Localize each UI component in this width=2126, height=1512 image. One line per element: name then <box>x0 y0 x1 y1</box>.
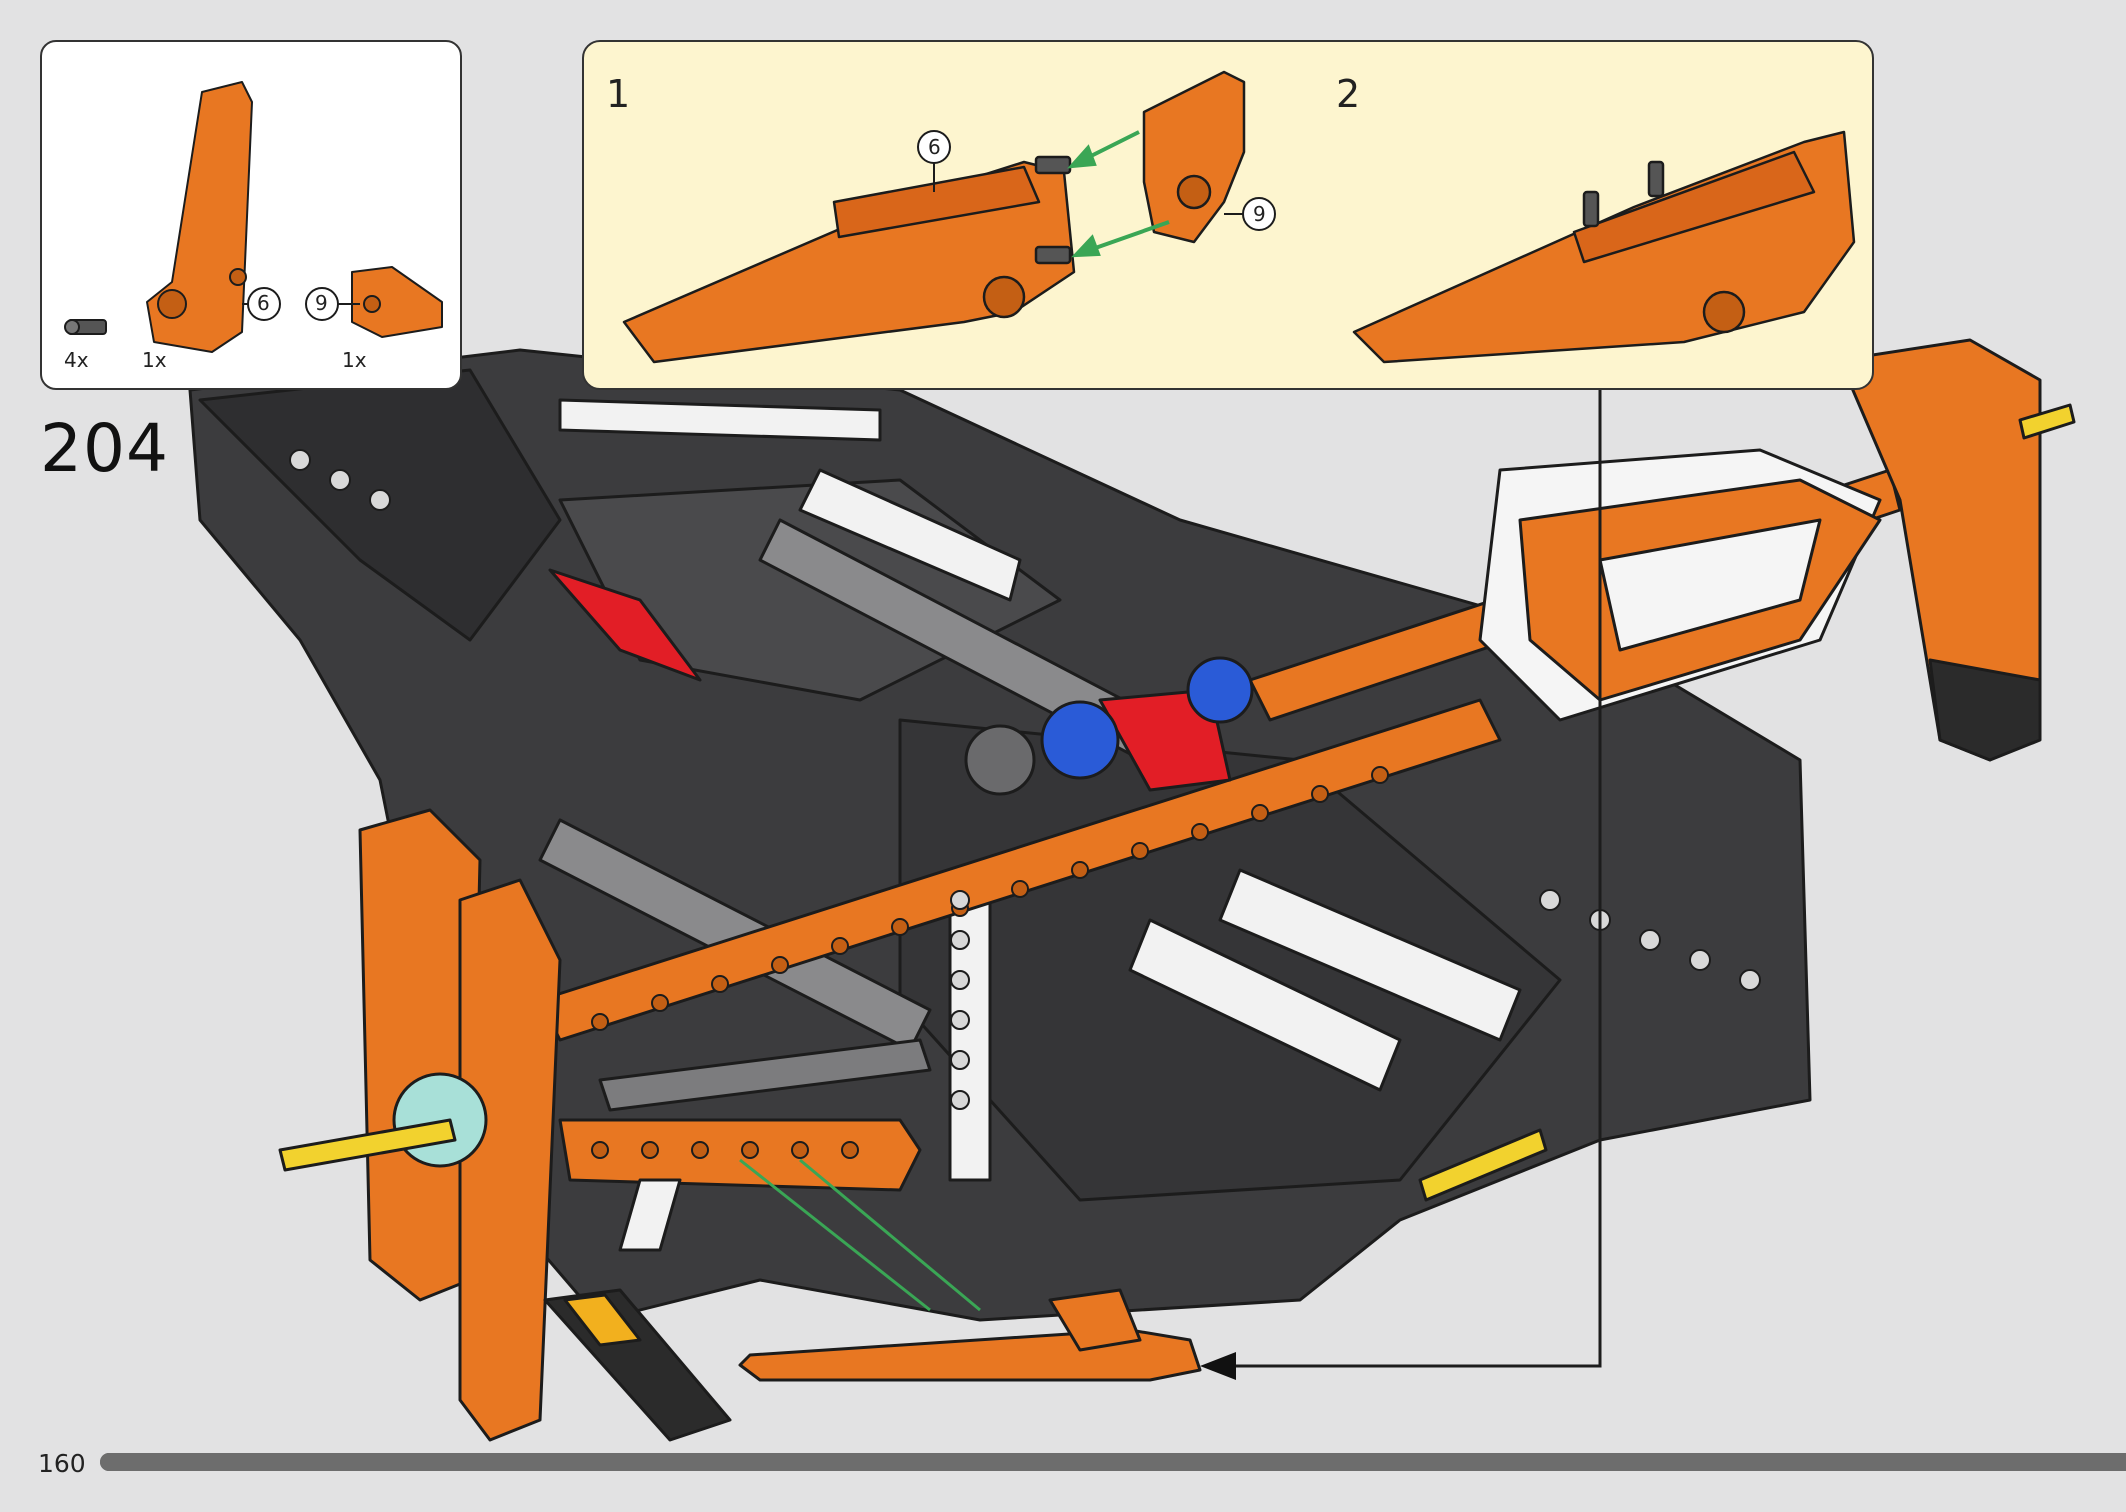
substep-number-1: 1 <box>606 72 631 116</box>
sub-assembly-callout: 1 2 6 9 <box>582 40 1874 390</box>
step-number: 204 <box>40 410 169 487</box>
part-qty-orange-panel-9: 1x <box>342 348 367 372</box>
part-callout-6: 6 <box>257 291 270 315</box>
callout-label-9: 9 <box>1253 202 1266 226</box>
substep-number-2: 2 <box>1336 72 1361 116</box>
progress-fill <box>100 1453 2126 1471</box>
callout-illustration <box>622 70 1856 364</box>
parts-list: 4x 1x 1x 6 9 <box>40 40 462 390</box>
part-callout-9: 9 <box>315 291 328 315</box>
part-qty-orange-panel-6: 1x <box>142 348 167 372</box>
page-number: 160 <box>38 1449 86 1478</box>
part-qty-axle-pin: 4x <box>64 348 89 372</box>
callout-label-6: 6 <box>928 135 941 159</box>
progress-bar <box>100 1453 2126 1471</box>
parts-illustration <box>64 81 443 353</box>
